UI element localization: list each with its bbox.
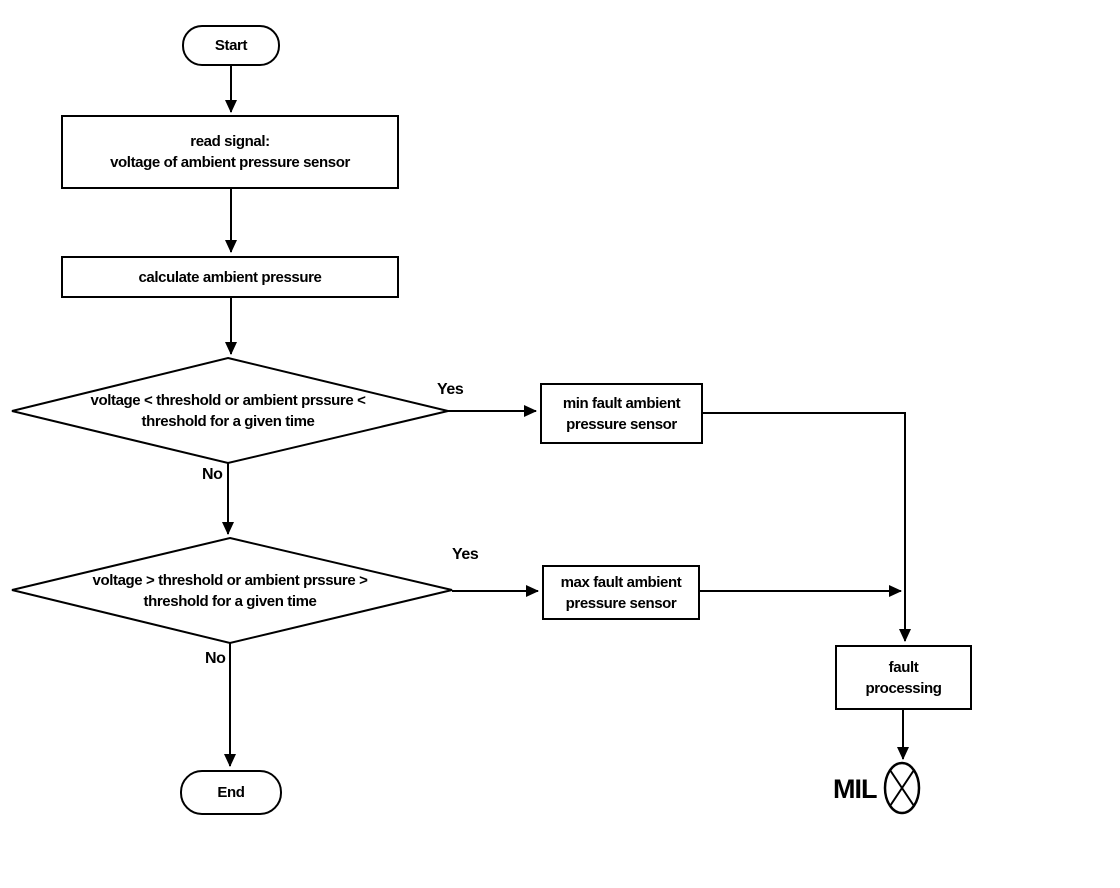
max-decision-no-label: No — [203, 650, 228, 668]
min-decision-line1: voltage < threshold or ambient prssure < — [90, 392, 366, 409]
calculate-pressure-node: calculate ambient pressure — [61, 256, 399, 298]
min-fault-node: min fault ambient pressure sensor — [540, 383, 703, 444]
min-decision-yes-label: Yes — [435, 381, 466, 399]
max-fault-line1: max fault ambient — [560, 573, 682, 591]
mil-label: MIL — [833, 774, 877, 804]
start-label: Start — [214, 37, 248, 54]
max-decision-line1: voltage > threshold or ambient prssure > — [92, 572, 368, 589]
end-label: End — [217, 784, 245, 801]
mil-lamp-cross-stroke — [889, 769, 915, 807]
max-fault-line2: pressure sensor — [565, 594, 677, 612]
read-signal-line2: voltage of ambient pressure sensor — [110, 154, 350, 171]
fault-processing-node: fault processing — [835, 645, 972, 710]
min-decision-node: voltage < threshold or ambient prssure <… — [28, 375, 428, 447]
min-decision-no-label: No — [200, 466, 225, 484]
fault-processing-line2: processing — [865, 679, 942, 697]
min-fault-line2: pressure sensor — [566, 415, 677, 433]
min-decision-line2: threshold for a given time — [141, 413, 315, 430]
start-node: Start — [182, 25, 280, 66]
max-fault-node: max fault ambient pressure sensor — [542, 565, 700, 620]
end-node: End — [180, 770, 282, 815]
max-decision-node: voltage > threshold or ambient prssure >… — [30, 555, 430, 627]
connector-min-fault-to-processing — [703, 412, 911, 642]
max-decision-yes-label: Yes — [450, 546, 481, 564]
min-fault-line1: min fault ambient — [562, 394, 681, 412]
max-decision-line2: threshold for a given time — [143, 593, 317, 610]
fault-processing-line1: fault — [888, 658, 919, 676]
calculate-pressure-label: calculate ambient pressure — [138, 268, 322, 286]
read-signal-node: read signal: voltage of ambient pressure… — [61, 115, 399, 189]
read-signal-line1: read signal: — [190, 133, 270, 150]
